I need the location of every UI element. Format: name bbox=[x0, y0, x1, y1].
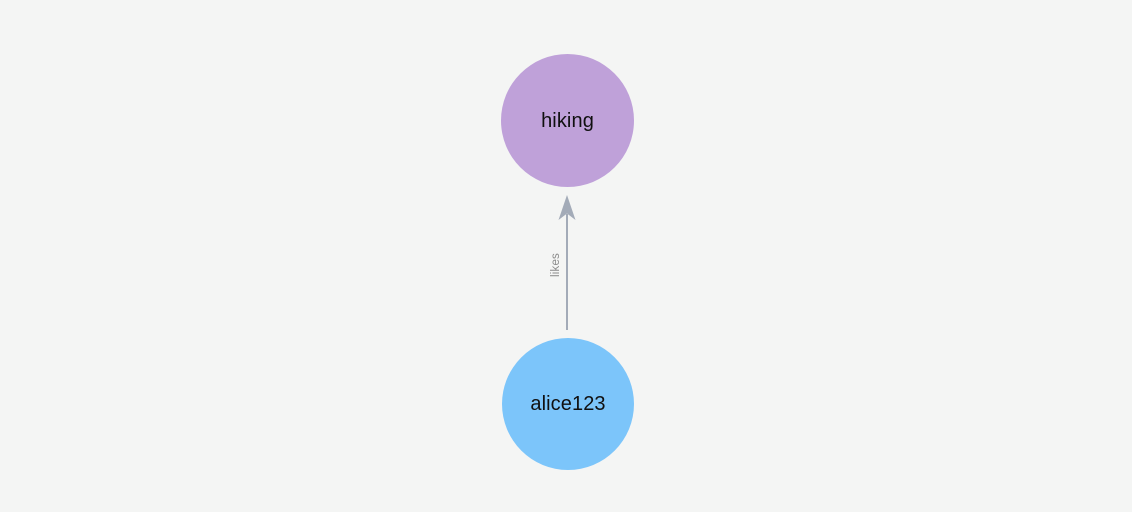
graph-node-label: hiking bbox=[541, 109, 594, 132]
graph-node-hiking[interactable]: hiking bbox=[501, 54, 634, 187]
edge-arrowhead-icon bbox=[558, 195, 576, 220]
edge-alice123-likes-hiking[interactable] bbox=[558, 195, 576, 330]
edge-label-likes: likes bbox=[550, 253, 562, 278]
graph-node-label: alice123 bbox=[530, 393, 606, 415]
graph-node-alice123[interactable]: alice123 bbox=[502, 338, 634, 470]
